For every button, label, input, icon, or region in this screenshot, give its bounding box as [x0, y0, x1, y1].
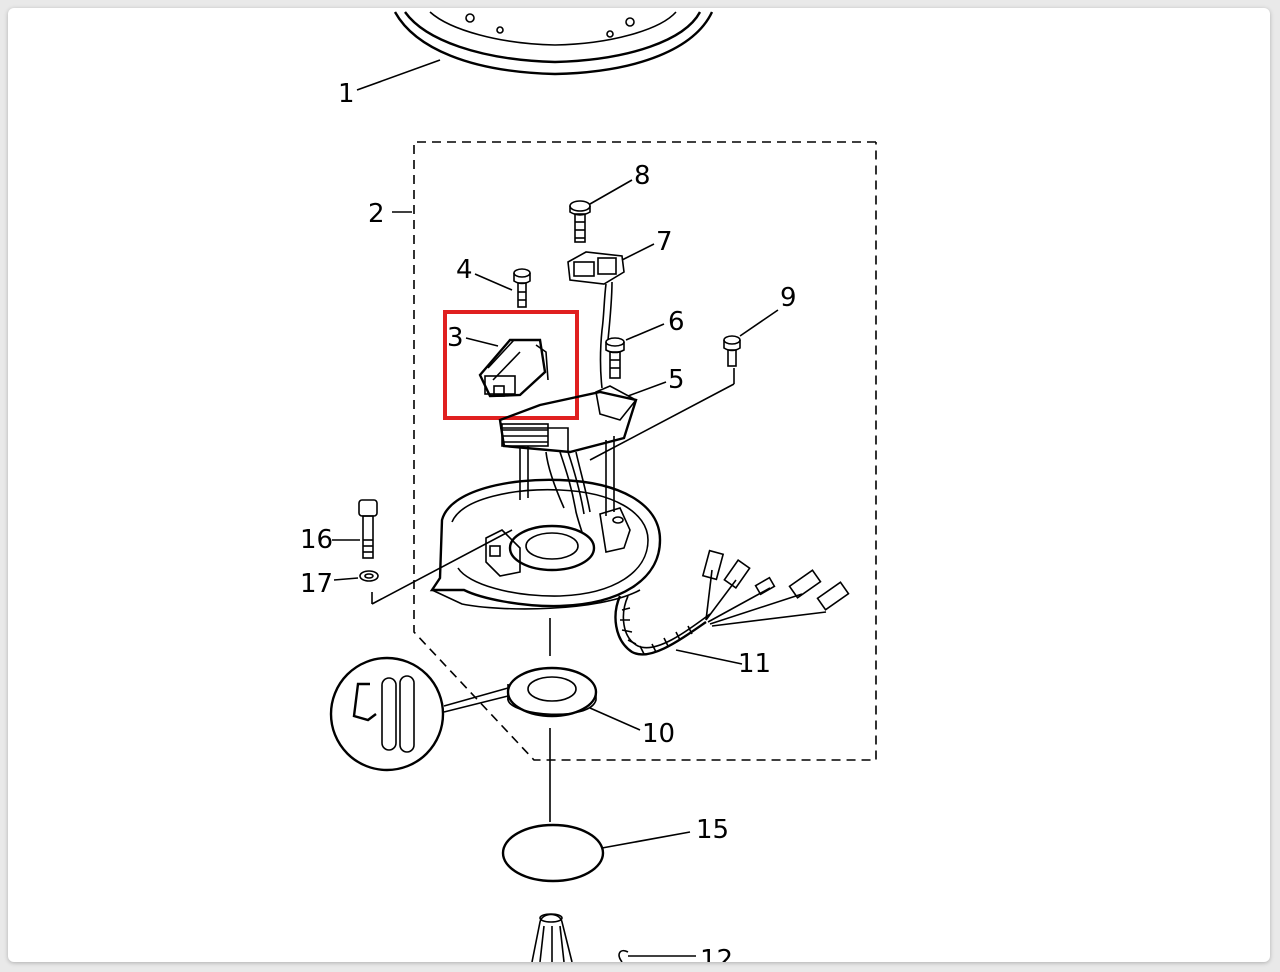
- screw-part-6[interactable]: [605, 323, 665, 379]
- label-part-4: 4: [456, 255, 473, 285]
- label-part-16: 16: [300, 525, 333, 555]
- label-part-7: 7: [656, 227, 673, 257]
- part-12[interactable]: [618, 949, 696, 962]
- label-part-10: 10: [642, 719, 675, 749]
- label-part-9: 9: [780, 283, 797, 313]
- part-labels: 1 2 3 4 5 6 7 8 9 10 11 12 15 16 17: [300, 79, 797, 962]
- screw-part-8[interactable]: [569, 179, 633, 243]
- stator-assembly-group: [392, 141, 877, 761]
- screw-part-4[interactable]: [474, 268, 531, 308]
- connector-part-7[interactable]: [567, 243, 655, 389]
- label-part-15: 15: [696, 815, 729, 845]
- label-part-5: 5: [668, 365, 685, 395]
- label-part-12: 12: [700, 945, 733, 962]
- detail-callout: [329, 656, 509, 772]
- pulser-coil-part-3[interactable]: [465, 337, 549, 398]
- crankshaft-part[interactable]: [531, 913, 573, 962]
- washer-part-17[interactable]: [333, 570, 379, 582]
- exploded-parts-diagram: 1 2 3 4 5 6 7 8 9 10 11 12 15 16 17: [300, 11, 877, 962]
- label-part-2: 2: [368, 199, 385, 229]
- bolt-part-16[interactable]: [332, 499, 378, 559]
- o-ring-part-15[interactable]: [501, 823, 691, 883]
- highlight-box: [443, 310, 579, 420]
- oil-seal-part-10[interactable]: [506, 666, 641, 731]
- label-part-1: 1: [338, 79, 355, 109]
- base-plate[interactable]: [371, 478, 662, 610]
- wire-harness-part-11[interactable]: [614, 549, 850, 665]
- screw-part-9[interactable]: [589, 309, 779, 461]
- label-part-3: 3: [447, 323, 464, 353]
- label-part-8: 8: [634, 161, 651, 191]
- charge-coil-part-5[interactable]: [498, 381, 667, 533]
- label-part-6: 6: [668, 307, 685, 337]
- label-part-17: 17: [300, 569, 333, 599]
- label-part-11: 11: [738, 649, 771, 679]
- diagram-viewer: 1 2 3 4 5 6 7 8 9 10 11 12 15 16 17: [8, 8, 1270, 962]
- flywheel-part[interactable]: [356, 11, 714, 91]
